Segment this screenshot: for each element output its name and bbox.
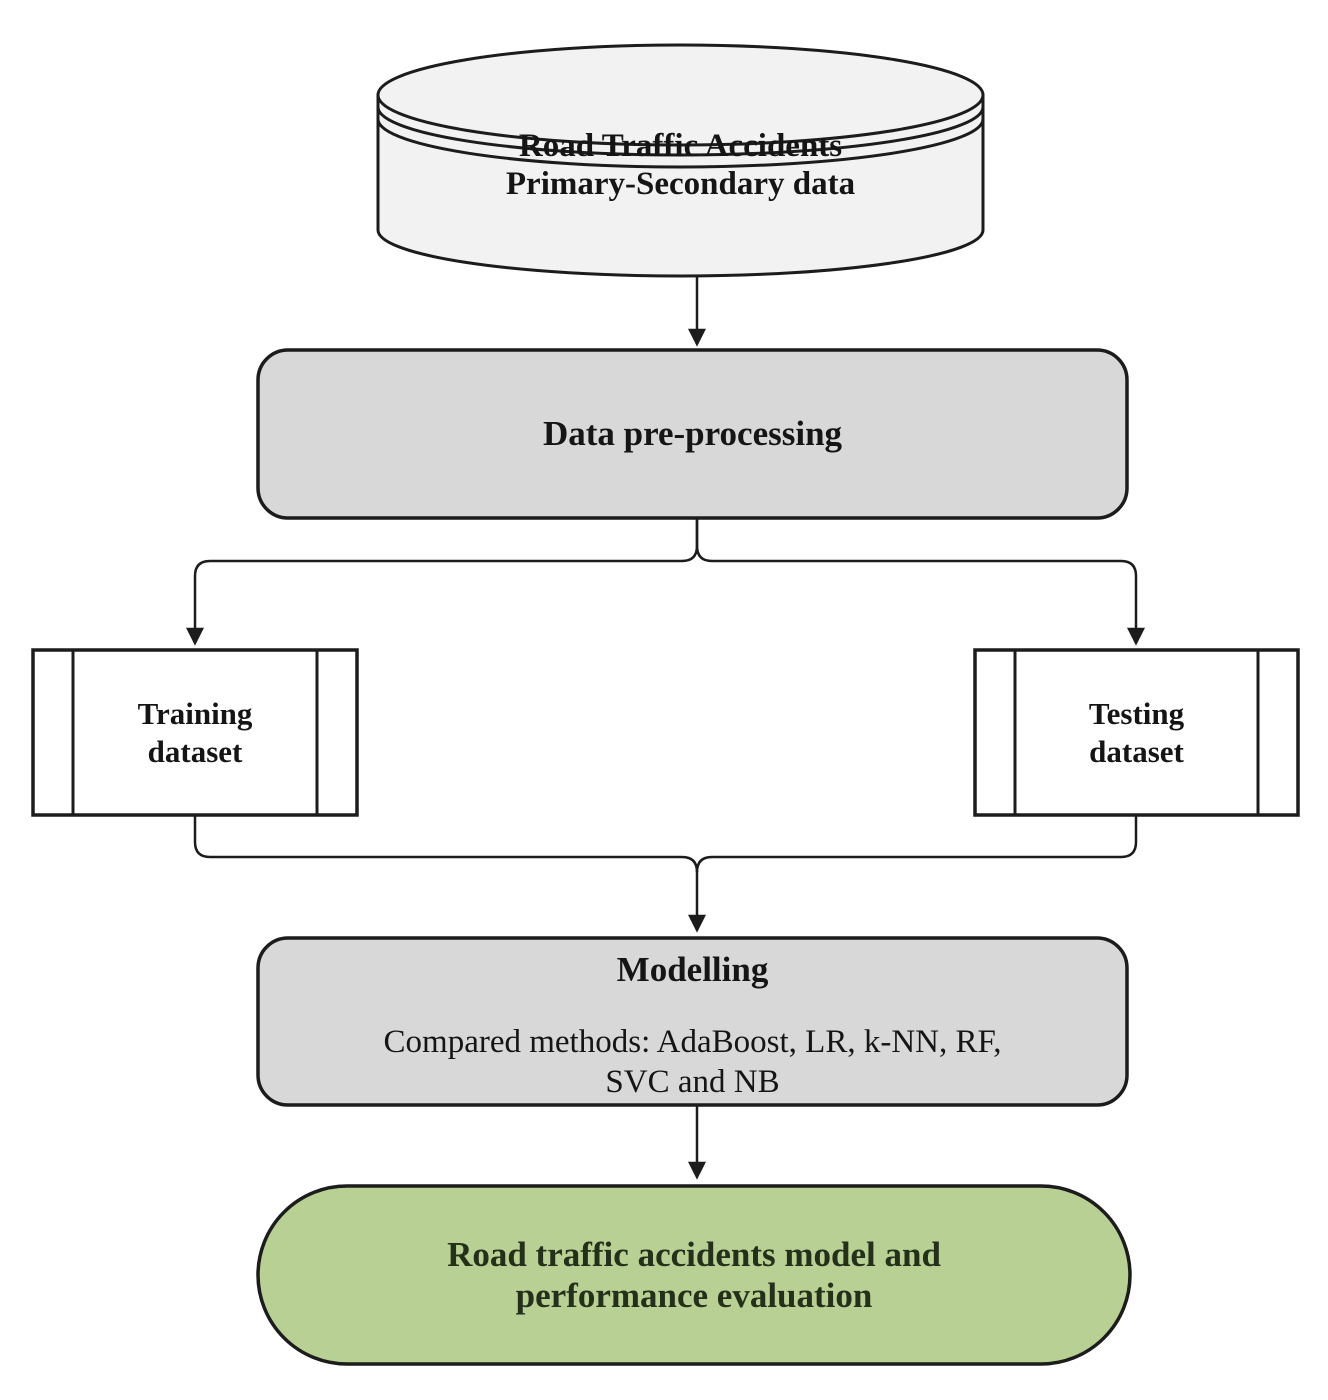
training-dataset-box [31,648,359,817]
modelling-title-text: Modelling [616,950,769,989]
modelling-detail-line-1: Compared methods: AdaBoost, LR, k-NN, RF… [383,1024,1002,1060]
output-label-line-1: Road traffic accidents model and [447,1235,941,1274]
testing-label-line-1: Testing [1088,695,1185,731]
datastore-label-line-2: Primary-Secondary data [505,166,856,202]
datastore-label: Road Traffic Accidents Primary-Secondary… [378,122,983,208]
modelling-detail-line-2: SVC and NB [605,1064,780,1100]
output-terminator [256,1184,1132,1366]
training-dataset-rect [31,648,359,817]
training-label-line-1: Training [137,695,253,731]
database-cylinder [376,43,985,278]
modelling-detail: Compared methods: AdaBoost, LR, k-NN, RF… [258,1020,1127,1104]
testing-label-line-2: dataset [1089,733,1184,769]
modelling-title: Modelling [258,945,1127,995]
output-label: Road traffic accidents model and perform… [258,1186,1130,1364]
preprocessing-label-text: Data pre-processing [542,414,843,453]
preprocessing-label: Data pre-processing [258,350,1127,518]
cylinder-ring-1 [376,106,985,157]
arrow-preprocessing-to-testing [695,518,1145,646]
output-label-line-2: performance evaluation [515,1276,873,1315]
training-label-line-2: dataset [147,733,243,769]
testing-dataset-rect [973,648,1300,817]
cylinder-ring-2 [376,118,985,169]
cylinder-top [376,43,985,147]
datastore-label-line-1: Road Traffic Accidents [518,128,843,164]
modelling-box [256,936,1129,1107]
arrow-training-to-modelling [193,815,706,933]
cylinder-body [376,93,985,278]
data-preprocessing-box [256,348,1129,520]
training-label: Training dataset [73,650,317,815]
testing-dataset-box [973,648,1300,817]
arrow-testing-to-modelling [695,815,1138,873]
arrow-preprocessing-to-training [186,518,699,646]
testing-label: Testing dataset [1015,650,1258,815]
